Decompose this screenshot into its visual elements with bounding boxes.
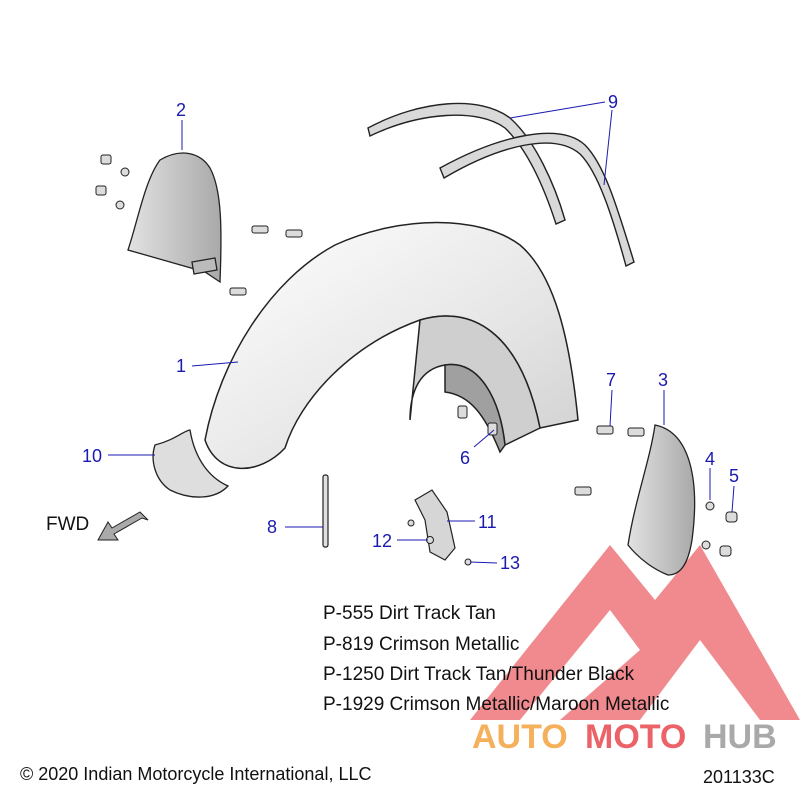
callout-8: 8	[267, 517, 277, 537]
part-6-bolts	[457, 405, 498, 436]
callout-9: 9	[608, 92, 618, 112]
callout-1: 1	[176, 356, 186, 376]
part-8-strap	[322, 474, 329, 548]
watermark-brand-moto: MOTO	[585, 718, 686, 756]
forward-direction-arrow: FWD	[46, 511, 149, 541]
part-12-13-hardware	[407, 519, 472, 566]
diagram-id: 201133C	[703, 767, 775, 787]
paint-code-2: P-819 Crimson Metallic	[323, 634, 520, 655]
paint-code-1: P-555 Dirt Track Tan	[323, 603, 496, 624]
part-9-trim-strips	[367, 102, 635, 268]
callout-11: 11	[478, 512, 497, 532]
callout-2: 2	[176, 100, 186, 120]
part-3-side-panel	[627, 424, 696, 576]
paint-code-3: P-1250 Dirt Track Tan/Thunder Black	[323, 664, 635, 685]
callout-3: 3	[658, 370, 668, 390]
watermark-brand-hub: HUB	[703, 718, 777, 756]
part-4-5-hardware	[701, 501, 738, 557]
automotohub-watermark-logo: AUTO MOTO HUB	[470, 545, 800, 756]
callout-12: 12	[372, 531, 392, 551]
part-11-bracket	[414, 489, 456, 561]
part-7-bolts	[574, 425, 645, 496]
part-2-hardware	[95, 154, 303, 296]
fwd-label: FWD	[46, 514, 89, 535]
paint-code-4: P-1929 Crimson Metallic/Maroon Metallic	[323, 694, 670, 715]
callout-5: 5	[729, 466, 739, 486]
callout-4: 4	[705, 449, 715, 469]
callout-6: 6	[460, 448, 470, 468]
callout-numbers: 2 1 3 4 5 6 7 8 9 10 11 12 13	[82, 92, 739, 573]
part-10-front-trim	[152, 429, 230, 498]
callout-10: 10	[82, 446, 102, 466]
callout-leader-lines	[108, 101, 735, 564]
callout-13: 13	[500, 553, 520, 573]
part-2-side-panel	[127, 152, 222, 284]
part-1-rear-fender	[204, 221, 579, 470]
copyright-notice: © 2020 Indian Motorcycle International, …	[20, 764, 372, 784]
watermark-brand-auto: AUTO	[472, 718, 568, 756]
callout-7: 7	[606, 370, 616, 390]
